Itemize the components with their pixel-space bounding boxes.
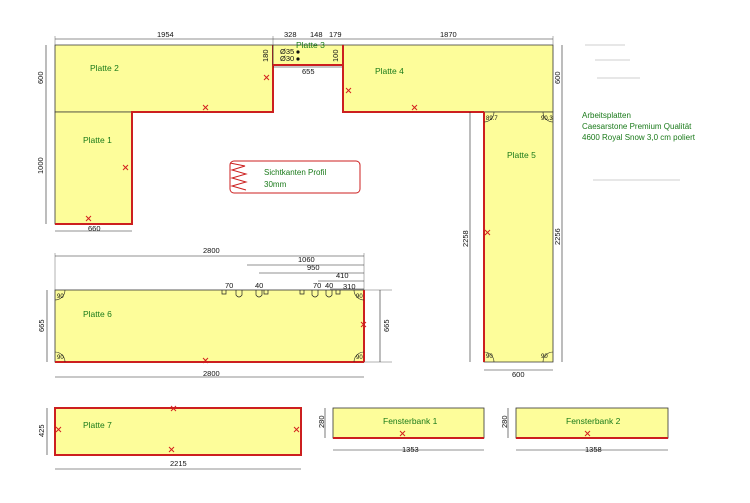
x-mark: [122, 164, 129, 171]
profile-legend: [229, 160, 361, 194]
edge-p1-p2: [55, 45, 274, 225]
dim-665a: 665: [37, 319, 46, 332]
material-line1: Arbeitsplatten: [582, 111, 631, 120]
dim-1954: 1954: [157, 30, 174, 39]
corner-90: 90: [356, 355, 363, 361]
slab-platte-2: [54, 44, 274, 113]
dim-425: 425: [37, 424, 46, 437]
dim-2256: 2256: [553, 228, 562, 245]
x-mark: [85, 215, 92, 222]
x-mark: [202, 357, 209, 364]
corner-89: 89.7: [486, 116, 498, 122]
label-fensterbank-1: Fensterbank 1: [383, 416, 438, 426]
label-platte-4: Platte 4: [375, 66, 404, 76]
x-mark: [202, 104, 209, 111]
corner-90: 90: [57, 294, 64, 300]
dim-s40b: 40: [325, 281, 333, 290]
dim-s40a: 40: [255, 281, 263, 290]
dim-950: 950: [307, 263, 320, 272]
corner-90: 90: [486, 354, 493, 360]
label-platte-5: Platte 5: [507, 150, 536, 160]
edge-p7: [54, 407, 302, 456]
dim-310: 310: [343, 282, 356, 291]
hole-30: [296, 57, 300, 61]
dim-148: 148: [310, 30, 323, 39]
profile-line2: 30mm: [264, 180, 287, 189]
dim-600a: 600: [36, 71, 45, 84]
dim-328: 328: [284, 30, 297, 39]
label-platte-1: Platte 1: [83, 135, 112, 145]
dim-1060: 1060: [298, 255, 315, 264]
dim-280a: 280: [317, 415, 326, 428]
dim-2258: 2258: [461, 230, 470, 247]
slab-platte-7: [54, 407, 302, 456]
x-mark: [168, 446, 175, 453]
dim-1358: 1358: [585, 445, 602, 454]
x-mark: [399, 430, 406, 437]
dim-1870: 1870: [440, 30, 457, 39]
dim-s70a: 70: [225, 281, 233, 290]
corner-90: 90: [356, 294, 363, 300]
slab-platte-4: [342, 44, 554, 113]
dim-d180: 180: [261, 49, 270, 62]
material-line2: Caesarstone Premium Qualität: [582, 122, 692, 131]
x-mark: [345, 87, 352, 94]
x-mark: [360, 321, 367, 328]
profile-line1: Sichtkanten Profil: [264, 168, 326, 177]
slab-platte-1: [54, 111, 133, 225]
dim-665b: 665: [382, 319, 391, 332]
dim-280b: 280: [500, 415, 509, 428]
corner-90-3: 90.3: [541, 116, 553, 122]
corner-90: 90: [57, 355, 64, 361]
x-mark: [263, 74, 270, 81]
x-mark: [293, 426, 300, 433]
hole-35: [296, 50, 300, 54]
material-line3: 4600 Royal Snow 3,0 cm poliert: [582, 133, 696, 142]
dim-d655: 655: [302, 67, 315, 76]
dim-600c: 600: [512, 370, 525, 379]
dim-1000: 1000: [36, 157, 45, 174]
dim-2800bot: 2800: [203, 369, 220, 378]
label-platte-2: Platte 2: [90, 63, 119, 73]
edge-p4: [342, 45, 484, 113]
x-mark: [170, 405, 177, 412]
dim-2215: 2215: [170, 459, 187, 468]
dim-d30: Ø30: [280, 54, 294, 63]
label-platte-7: Platte 7: [83, 420, 112, 430]
dim-410: 410: [336, 271, 349, 280]
x-mark: [584, 430, 591, 437]
label-platte-6: Platte 6: [83, 309, 112, 319]
profile-zigzag-icon: [229, 162, 248, 191]
slab-fensterbank-1: [332, 407, 485, 439]
dim-660: 660: [88, 224, 101, 233]
slab-fensterbank-2: [515, 407, 669, 439]
x-mark: [411, 104, 418, 111]
dim-600b: 600: [553, 71, 562, 84]
dim-1353: 1353: [402, 445, 419, 454]
corner-90: 90: [541, 354, 548, 360]
slab-platte-6: [54, 289, 365, 363]
dim-179: 179: [329, 30, 342, 39]
dim-2800top: 2800: [203, 246, 220, 255]
dim-d35: Ø35: [280, 47, 294, 56]
label-fensterbank-2: Fensterbank 2: [566, 416, 621, 426]
x-mark: [484, 229, 491, 236]
dim-d100: 100: [331, 49, 340, 62]
label-platte-3: Platte 3: [296, 40, 325, 50]
x-mark: [55, 426, 62, 433]
dim-s70b: 70: [313, 281, 321, 290]
